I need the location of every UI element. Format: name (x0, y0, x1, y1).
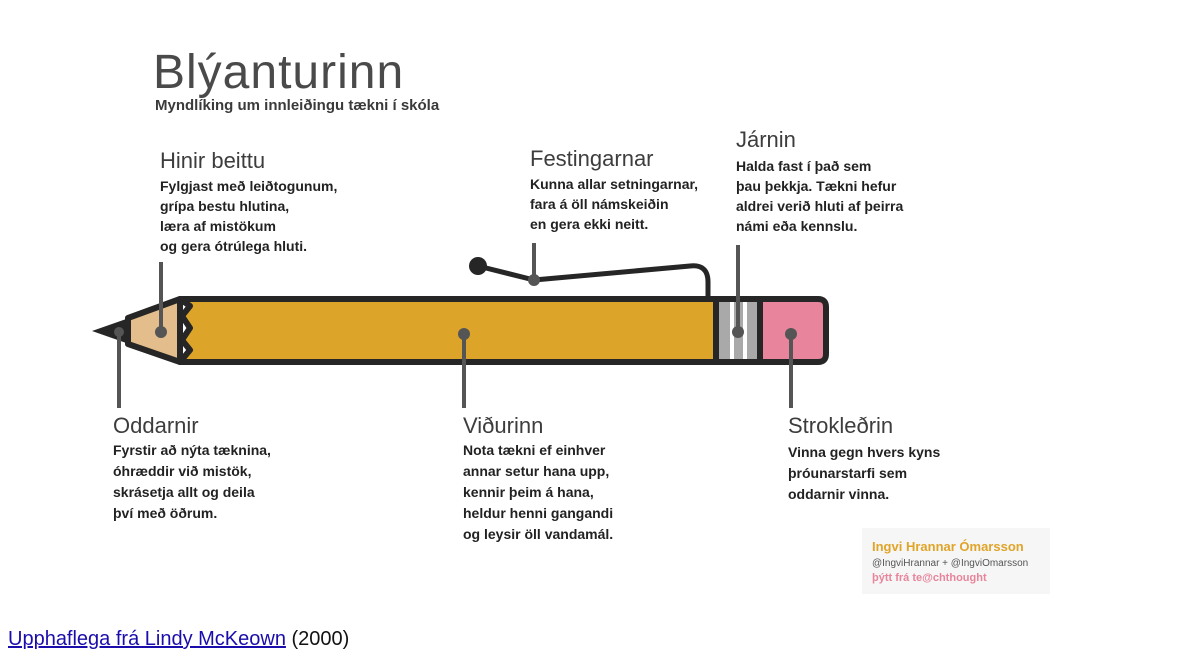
marker-dot-beittu (155, 326, 167, 338)
label-line: þróunarstarfi sem (788, 465, 907, 481)
page-title: Blýanturinn (153, 46, 404, 99)
label-line: óhræddir við mistök, (113, 463, 251, 479)
marker-dot-vidurinn (458, 328, 470, 340)
credit-background (862, 528, 1050, 594)
label-beittu: Hinir beittu Fylgjast með leiðtogunum, g… (160, 148, 337, 254)
label-heading: Hinir beittu (160, 148, 265, 173)
label-line: því með öðrum. (113, 505, 217, 521)
label-heading: Strokleðrin (788, 413, 893, 438)
label-line: skrásetja allt og deila (113, 484, 255, 500)
pencil-barrel (177, 296, 719, 365)
caption-year: (2000) (285, 628, 350, 650)
credit-box: Ingvi Hrannar Ómarsson @IngviHrannar + @… (862, 528, 1050, 594)
pencil-diagram: Blýanturinn Myndlíking um innleiðingu tæ… (92, 46, 1050, 594)
label-heading: Járnin (736, 127, 796, 152)
label-oddarnir: Oddarnir Fyrstir að nýta tæknina, óhrædd… (113, 413, 271, 521)
clip-ball (469, 257, 487, 275)
label-line: læra af mistökum (160, 218, 276, 234)
label-line: grípa bestu hlutina, (160, 198, 289, 214)
credit-translated-by: þýtt frá te@chthought (872, 572, 987, 584)
label-line: Vinna gegn hvers kyns (788, 444, 940, 460)
label-strokledrin: Strokleðrin Vinna gegn hvers kyns þróuna… (788, 413, 940, 502)
pencil-infographic: Blýanturinn Myndlíking um innleiðingu tæ… (92, 46, 1050, 594)
label-line: fara á öll námskeiðin (530, 196, 669, 212)
label-heading: Oddarnir (113, 413, 199, 438)
label-line: annar setur hana upp, (463, 463, 609, 479)
label-line: Fylgjast með leiðtogunum, (160, 178, 337, 194)
label-festingarnar: Festingarnar Kunna allar setningarnar, f… (530, 146, 698, 232)
pencil-clip (475, 263, 711, 303)
marker-dot-jarnin (732, 326, 744, 338)
label-heading: Viðurinn (463, 413, 543, 438)
label-vidurinn: Viðurinn Nota tækni ef einhver annar set… (463, 413, 613, 542)
marker-dot-strokledrin (785, 328, 797, 340)
label-jarnin: Járnin Halda fast í það sem þau þekkja. … (736, 127, 903, 234)
label-line: Fyrstir að nýta tæknina, (113, 442, 271, 458)
label-line: aldrei verið hluti af þeirra (736, 198, 903, 214)
label-line: og leysir öll vandamál. (463, 526, 613, 542)
label-line: kennir þeim á hana, (463, 484, 594, 500)
label-line: heldur henni gangandi (463, 505, 613, 521)
image-caption: Upphaflega frá Lindy McKeown (2000) (8, 628, 349, 651)
page-subtitle: Myndlíking um innleiðingu tækni í skóla (155, 97, 440, 114)
label-line: þau þekkja. Tækni hefur (736, 178, 897, 194)
label-line: Kunna allar setningarnar, (530, 176, 698, 192)
credit-handles: @IngviHrannar + @IngviOmarsson (872, 558, 1028, 569)
pencil-graphite (92, 317, 132, 345)
label-heading: Festingarnar (530, 146, 654, 171)
label-line: og gera ótrúlega hluti. (160, 238, 307, 254)
label-line: en gera ekki neitt. (530, 216, 648, 232)
marker-dot-oddarnir (114, 327, 124, 337)
label-line: Halda fast í það sem (736, 158, 871, 174)
label-line: Nota tækni ef einhver (463, 442, 606, 458)
credit-name: Ingvi Hrannar Ómarsson (872, 539, 1024, 554)
label-line: oddarnir vinna. (788, 486, 889, 502)
pencil-tip-wood (125, 296, 183, 365)
label-line: námi eða kennslu. (736, 218, 857, 234)
source-link[interactable]: Upphaflega frá Lindy McKeown (8, 628, 286, 650)
